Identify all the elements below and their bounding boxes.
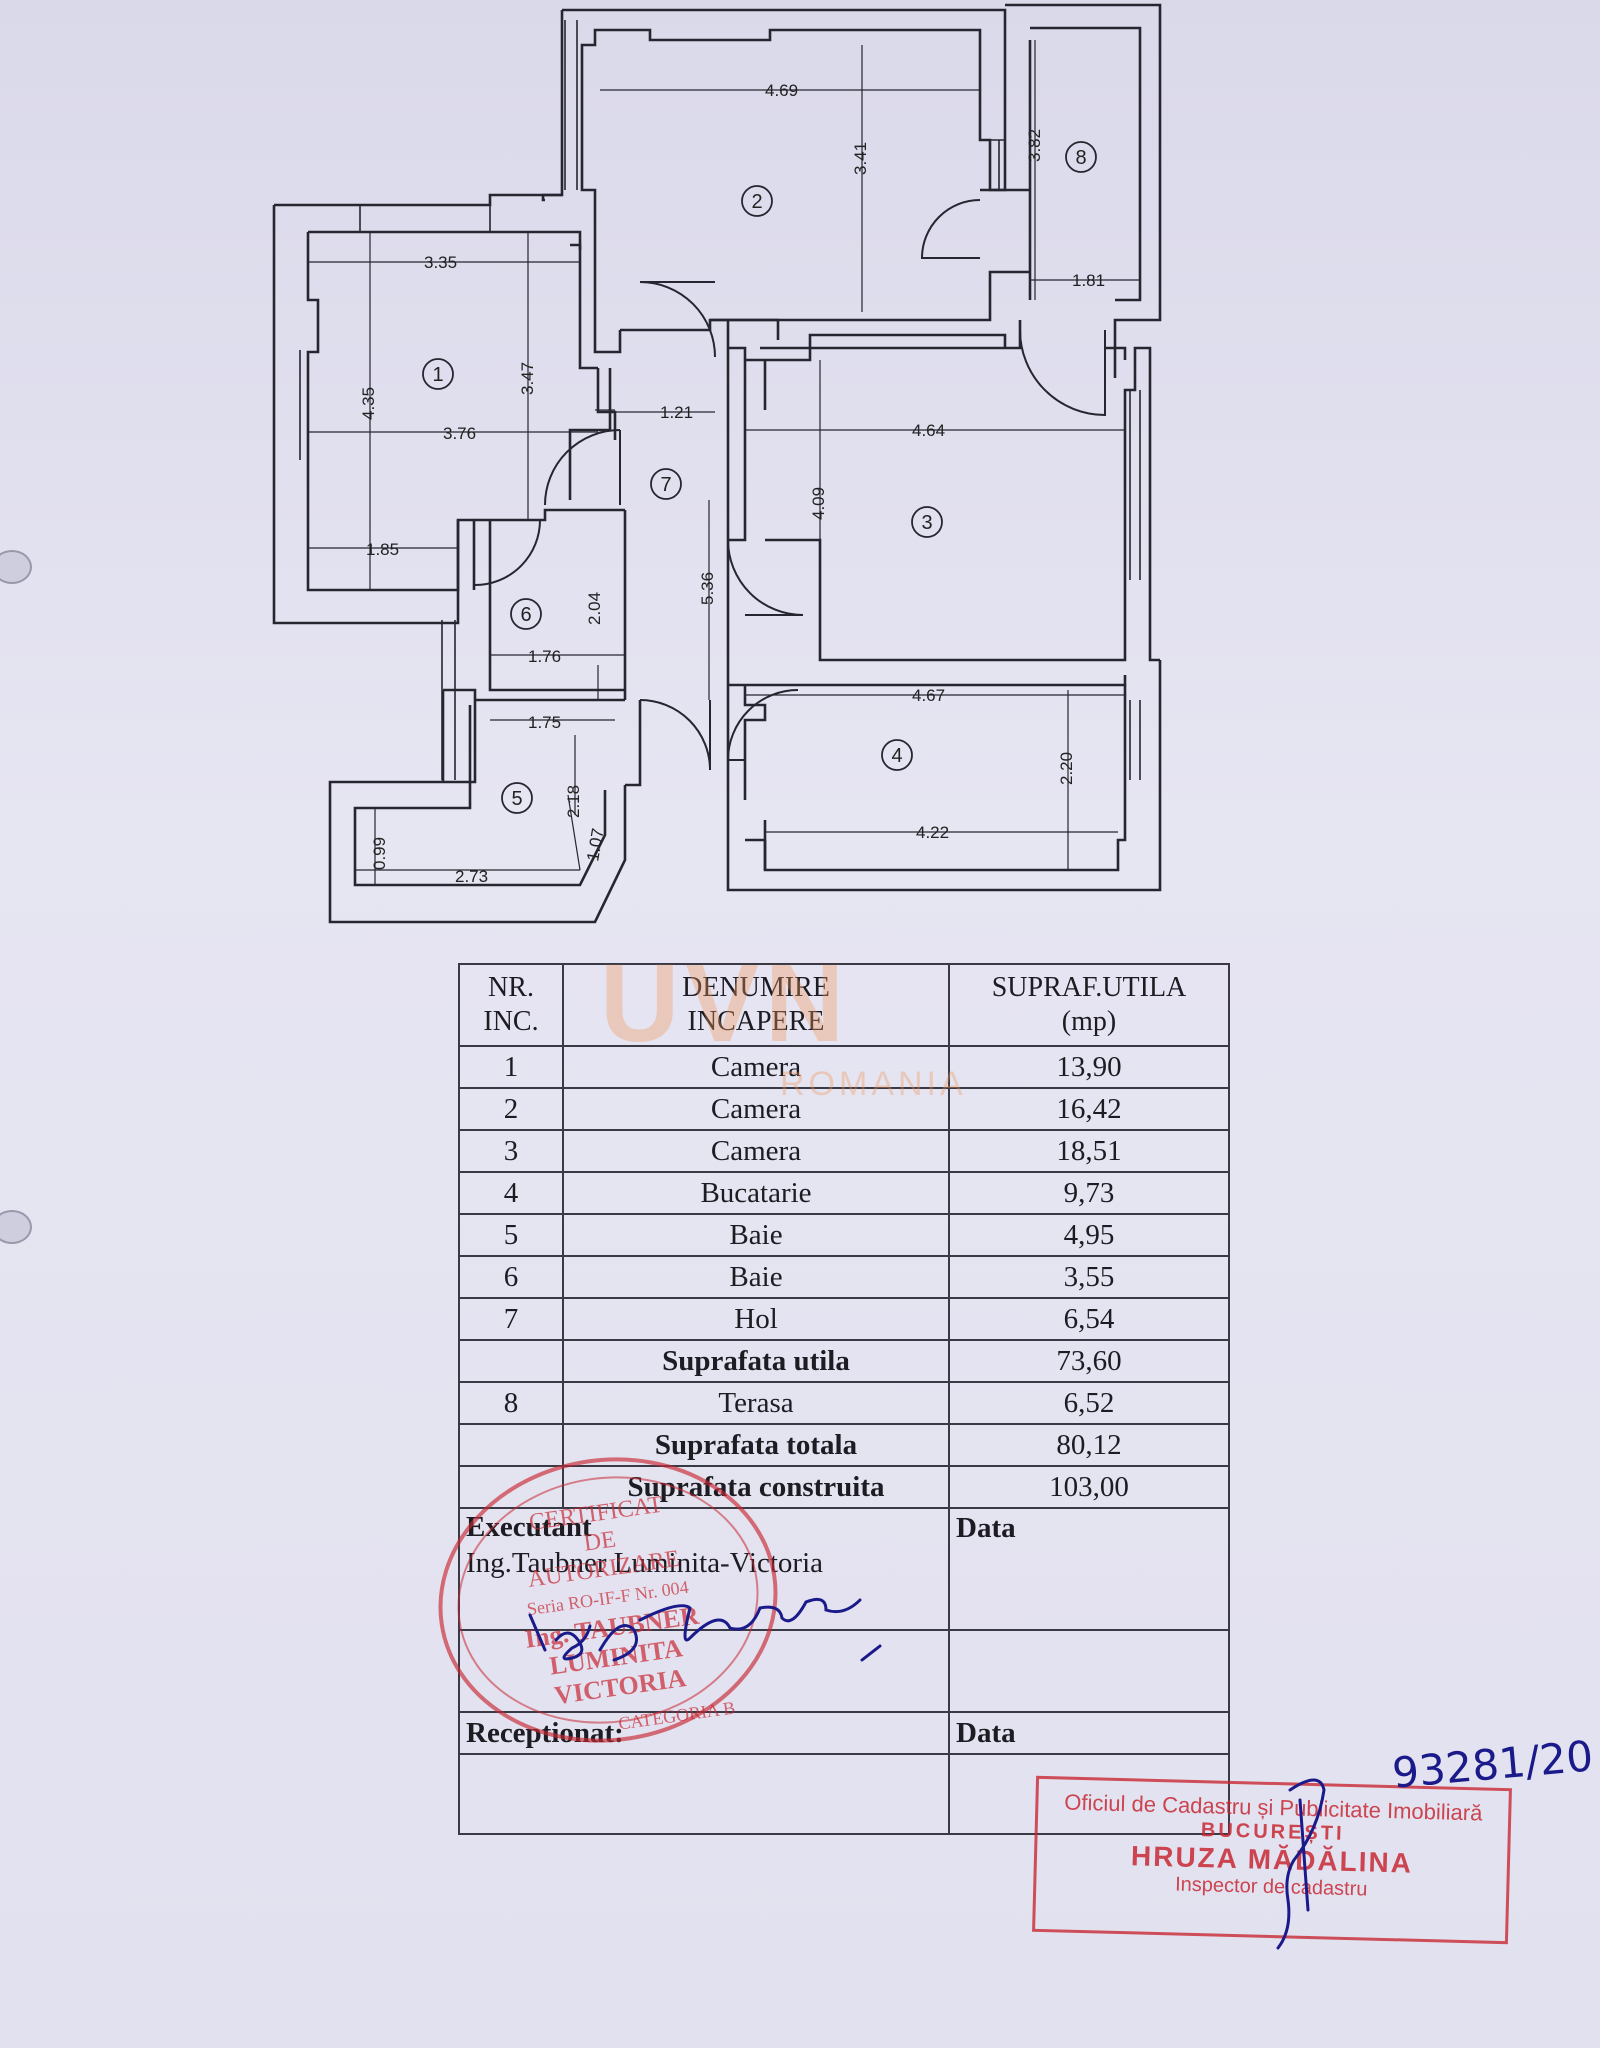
svg-text:DE: DE bbox=[582, 1526, 617, 1556]
dim-label: 1.75 bbox=[528, 713, 561, 732]
dim-label: 4.09 bbox=[809, 487, 828, 520]
floor-plan: 4.69 3.41 3.82 1.81 3.35 3.47 4.35 3.76 … bbox=[272, 3, 1162, 924]
data-label-2: Data bbox=[948, 1711, 1230, 1755]
dim-label: 4.69 bbox=[765, 81, 798, 100]
room-marker-5: 5 bbox=[511, 788, 522, 810]
area-table: NR. INC. DENUMIRE INCAPERE SUPRAF.UTILA … bbox=[458, 963, 1230, 1835]
dimension-labels: 4.69 3.41 3.82 1.81 3.35 3.47 4.35 3.76 … bbox=[359, 81, 1105, 886]
dim-label: 2.20 bbox=[1057, 752, 1076, 785]
engineer-signature bbox=[528, 1597, 882, 1662]
dim-label: 3.41 bbox=[851, 142, 870, 175]
watermark-logo: UVN ROMANIA bbox=[600, 942, 967, 1103]
dim-label: 2.18 bbox=[564, 785, 583, 818]
receptionat-label: Receptionat: bbox=[458, 1711, 950, 1755]
room-marker-8: 8 bbox=[1075, 147, 1086, 169]
dim-label: 3.35 bbox=[424, 253, 457, 272]
dim-label: 3.76 bbox=[443, 424, 476, 443]
header-name: DENUMIRE INCAPERE bbox=[562, 963, 950, 1047]
dim-label: 0.99 bbox=[370, 837, 389, 870]
dim-label: 2.73 bbox=[455, 867, 488, 886]
room-marker-6: 6 bbox=[520, 604, 531, 626]
dim-label: 5.36 bbox=[698, 572, 717, 605]
executant-row: Executant Ing.Taubner Luminita-Victoria … bbox=[458, 1507, 1230, 1631]
dim-label: 1.76 bbox=[528, 647, 561, 666]
receptionat-empty-row bbox=[458, 1753, 1230, 1835]
dim-label: 1.81 bbox=[1072, 271, 1105, 290]
room-marker-3: 3 bbox=[921, 512, 932, 534]
windows bbox=[299, 20, 1141, 780]
executant-name: Ing.Taubner Luminita-Victoria bbox=[466, 1547, 823, 1579]
header-nr: NR. INC. bbox=[458, 963, 564, 1047]
door-arcs bbox=[474, 199, 1106, 771]
dim-label: 3.47 bbox=[518, 362, 537, 395]
dim-label: 3.82 bbox=[1025, 129, 1044, 162]
data-cell: Data bbox=[948, 1507, 1230, 1631]
receptionat-row: Receptionat: Data bbox=[458, 1711, 1230, 1755]
header-area: SUPRAF.UTILA (mp) bbox=[948, 963, 1230, 1047]
punch-hole-icon bbox=[0, 1210, 32, 1244]
executant-cell: Executant Ing.Taubner Luminita-Victoria bbox=[458, 1507, 950, 1631]
dim-label: 4.64 bbox=[912, 421, 945, 440]
dim-label: 2.04 bbox=[585, 592, 604, 625]
executant-label: Executant bbox=[466, 1511, 592, 1543]
dim-label: 4.22 bbox=[916, 823, 949, 842]
dim-label: 4.35 bbox=[359, 387, 378, 420]
room-markers: 1 2 3 4 5 6 7 8 bbox=[422, 141, 1097, 814]
punch-hole-icon bbox=[0, 550, 32, 584]
room-marker-7: 7 bbox=[660, 474, 671, 496]
dimension-lines bbox=[308, 40, 1140, 885]
dim-label: 1.85 bbox=[366, 540, 399, 559]
dim-label: 4.67 bbox=[912, 686, 945, 705]
room-marker-2: 2 bbox=[751, 191, 762, 213]
table-header-row: NR. INC. DENUMIRE INCAPERE SUPRAF.UTILA … bbox=[458, 963, 1230, 1047]
room-marker-4: 4 bbox=[891, 745, 902, 767]
executant-signature-row bbox=[458, 1629, 1230, 1713]
dim-label: 1.21 bbox=[660, 403, 693, 422]
room-marker-1: 1 bbox=[432, 364, 443, 386]
